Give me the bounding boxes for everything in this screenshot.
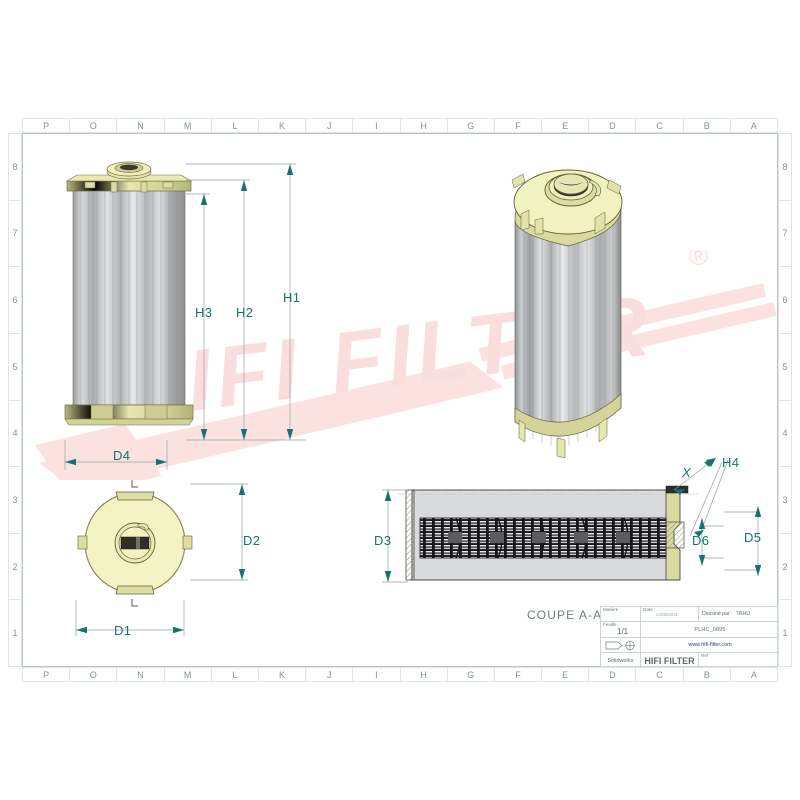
title-block-material-cell: Matière : [601,607,641,622]
frame-col-label-m: M [164,118,212,133]
frame-row-label-1: 1 [8,600,22,667]
software-label: Solidworks [607,657,634,664]
frame-col-label-i: I [353,667,401,682]
dimension-label-x: X [682,465,691,480]
part-number-cell: PLHC_0895 [641,622,779,638]
frame-row-label-2: 2 [778,533,792,601]
frame-col-label-b: B [683,118,731,133]
dimension-label-d2: D2 [243,533,261,548]
section-view-label: COUPE A-A [527,608,603,622]
dimension-label-h2: H2 [236,305,254,320]
frame-col-label-c: C [636,118,684,133]
frame-row-label-5: 5 [778,333,792,401]
dimension-label-h1: H1 [283,290,301,305]
frame-col-label-g: G [447,118,495,133]
frame-col-label-f: F [494,118,543,133]
frame-col-label-n: N [117,667,165,682]
frame-col-label-f: F [494,667,543,682]
material-label: Matière : [603,607,621,612]
projection-symbol-icon [605,640,635,650]
title-block-drawnby-cell: Dessiné par : TRHU [699,607,779,622]
software-cell: Solidworks [601,653,641,668]
sheet-value: 1/1 [617,626,629,636]
frame-row-label-8: 8 [778,133,792,201]
website-cell[interactable]: www.hifi-filter.com [641,638,779,653]
frame-col-label-o: O [70,667,118,682]
frame-col-label-d: D [589,667,637,682]
frame-row-label-8: 8 [8,133,22,201]
title-block-sheet-cell: Feuille : 1/1 [601,622,641,638]
frame-row-label-6: 6 [778,267,792,334]
frame-row-label-5: 5 [8,333,22,401]
frame-col-label-c: C [636,667,684,682]
ref-cell: Ref [699,653,779,668]
frame-row-label-7: 7 [778,200,792,268]
company-cell: HIFI FILTER [641,653,699,668]
dimension-label-d5: D5 [744,530,762,545]
dimension-label-d3: D3 [374,533,392,548]
d2-dimension [190,483,248,581]
sheet-label: Feuille : [603,622,620,627]
frame-col-label-h: H [400,118,448,133]
frame-col-label-k: K [258,667,307,682]
dimension-label-d6: D6 [692,533,710,548]
ref-label: Ref [701,653,709,658]
frame-col-label-i: I [353,118,401,133]
frame-row-label-6: 6 [8,267,22,334]
dimension-label-h4: H4 [722,455,740,470]
frame-col-label-j: J [306,118,354,133]
frame-col-label-p: P [22,667,71,682]
frame-col-label-b: B [683,667,731,682]
date-value: 24/08/2021 [656,612,678,617]
date-label: Date : [643,607,656,612]
frame-col-label-o: O [70,118,118,133]
right-detail-dimensions [673,457,762,576]
frame-row-label-7: 7 [8,200,22,268]
isometric-3d-view [511,169,623,459]
drawn-by-label: Dessiné par : [702,611,733,617]
d3-dimension [382,489,408,583]
frame-col-label-h: H [400,667,448,682]
frame-row-label-4: 4 [8,400,22,468]
frame-col-label-l: L [211,118,259,133]
d1-dimension [75,600,185,636]
dimension-label-h3: H3 [195,305,213,320]
frame-col-label-m: M [164,667,212,682]
projection-symbol-cell [601,638,641,653]
title-block-date-cell: Date : 24/08/2021 [641,607,699,622]
frame-col-label-e: E [542,118,590,133]
section-view-coupe-aa [398,485,698,581]
frame-col-label-a: A [730,667,778,682]
frame-col-label-e: E [542,667,590,682]
frame-col-label-k: K [258,118,307,133]
drawn-by-value: TRHU [735,611,750,617]
frame-col-label-p: P [22,118,71,133]
frame-col-label-a: A [730,118,778,133]
frame-row-label-1: 1 [778,600,792,667]
dimension-label-d1: D1 [114,623,132,638]
frame-row-label-2: 2 [8,533,22,601]
top-view-circular [77,480,193,607]
dimension-label-d4: D4 [113,448,131,463]
drawing-frame-border [22,133,778,667]
frame-col-label-g: G [447,667,495,682]
frame-row-label-3: 3 [8,467,22,534]
title-block: Matière : Date : 24/08/2021 Dessiné par … [600,606,779,668]
frame-row-label-3: 3 [778,467,792,534]
frame-col-label-d: D [589,118,637,133]
frame-col-label-l: L [211,667,259,682]
frame-col-label-j: J [306,667,354,682]
frame-row-label-4: 4 [778,400,792,468]
frame-col-label-n: N [117,118,165,133]
